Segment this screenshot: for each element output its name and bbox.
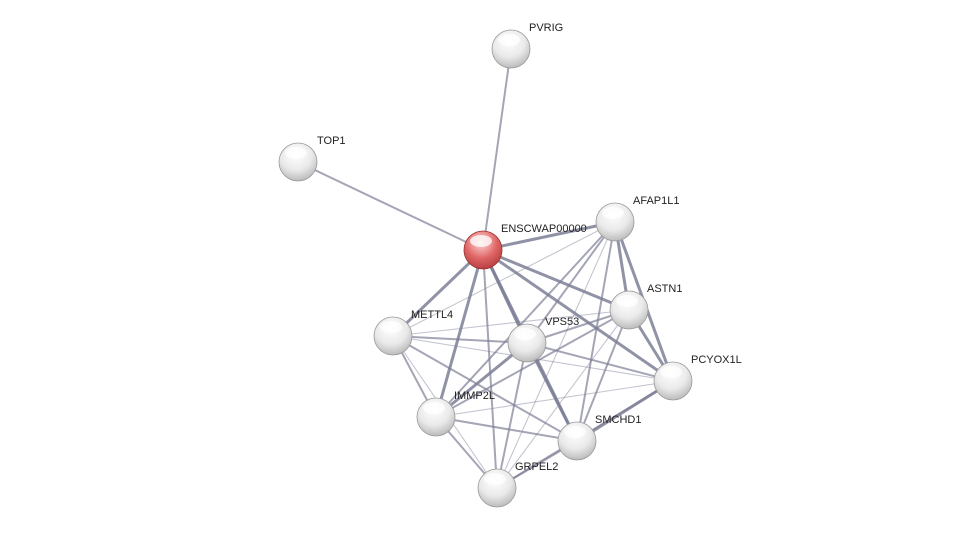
node-pcyox1l[interactable]: PCYOX1L: [653, 354, 742, 401]
node-afap1l1[interactable]: AFAP1L1: [595, 195, 679, 242]
edge-enscwap-mettl4: [391, 248, 485, 338]
node-top1[interactable]: TOP1: [278, 135, 346, 182]
node-pvrig[interactable]: PVRIG: [491, 22, 563, 69]
node-highlight: [660, 366, 682, 378]
edge-enscwap-pvrig: [482, 48, 512, 251]
edge-vps53-immp2l: [434, 341, 529, 419]
edge-astn1-grpel2: [496, 309, 630, 489]
edge-afap1l1-mettl4: [392, 221, 616, 337]
node-highlight: [470, 235, 492, 247]
node-highlight: [602, 207, 624, 219]
node-label: TOP1: [317, 135, 346, 147]
node-highlight: [423, 402, 445, 414]
node-label: IMMP2L: [454, 390, 495, 402]
node-highlight: [514, 328, 536, 340]
edge-immp2l-smchd1: [435, 416, 578, 442]
edge-afap1l1-smchd1: [576, 221, 616, 442]
edge-astn1-smchd1: [576, 309, 630, 442]
node-highlight: [380, 321, 402, 333]
node-label: PCYOX1L: [691, 354, 742, 366]
edge-enscwap-top1: [297, 161, 484, 251]
node-highlight: [498, 34, 520, 46]
node-grpel2[interactable]: GRPEL2: [477, 461, 558, 508]
edge-enscwap-astn1: [481, 248, 631, 312]
node-vps53[interactable]: VPS53: [507, 316, 579, 363]
node-label: VPS53: [545, 316, 579, 328]
edge-vps53-grpel2: [496, 342, 528, 489]
edge-enscwap-pcyox1l: [481, 248, 675, 383]
edge-astn1-mettl4: [392, 309, 630, 337]
edge-afap1l1-immp2l: [435, 221, 616, 418]
node-smchd1[interactable]: SMCHD1: [557, 414, 641, 461]
node-astn1[interactable]: ASTN1: [609, 283, 682, 330]
edge-vps53-pcyox1l: [526, 342, 674, 382]
node-label: AFAP1L1: [633, 195, 679, 207]
edge-astn1-immp2l: [435, 309, 630, 418]
node-label: METTL4: [411, 309, 453, 321]
edge-enscwap-immp2l: [434, 248, 485, 419]
node-label: GRPEL2: [515, 461, 558, 473]
node-immp2l[interactable]: IMMP2L: [416, 390, 495, 437]
edge-pcyox1l-immp2l: [435, 380, 674, 418]
node-enscwap[interactable]: ENSCWAP00000: [463, 223, 587, 270]
node-highlight: [484, 473, 506, 485]
edge-afap1l1-grpel2: [496, 221, 616, 489]
node-mettl4[interactable]: METTL4: [373, 309, 453, 356]
node-label: ASTN1: [647, 283, 682, 295]
node-highlight: [616, 295, 638, 307]
edge-afap1l1-vps53: [526, 221, 616, 344]
node-label: SMCHD1: [595, 414, 641, 426]
node-label: PVRIG: [529, 22, 563, 34]
edge-enscwap-grpel2: [482, 249, 498, 489]
edge-enscwap-afap1l1: [481, 220, 617, 252]
edge-mettl4-smchd1: [392, 335, 578, 442]
node-label: ENSCWAP00000: [501, 223, 587, 235]
node-highlight: [564, 426, 586, 438]
edge-mettl4-vps53: [392, 335, 528, 344]
node-highlight: [285, 147, 307, 159]
